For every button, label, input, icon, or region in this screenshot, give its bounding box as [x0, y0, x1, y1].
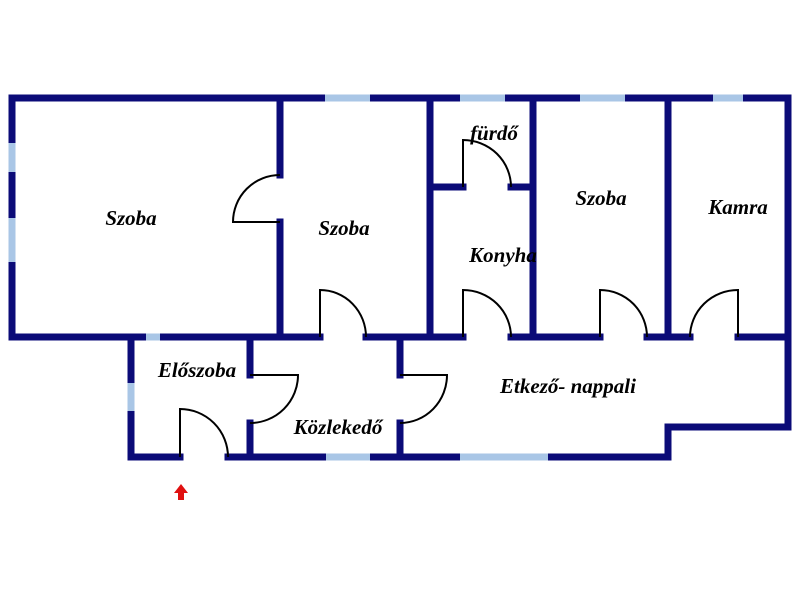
door-furdo: [462, 138, 512, 188]
door-szoba2: [319, 288, 367, 338]
door-eloszoba-kozlekedo: [249, 374, 300, 424]
door-kozlekedo-etkezo: [399, 374, 449, 424]
doors: [179, 138, 739, 458]
door-szoba1-szoba2: [231, 174, 281, 223]
room-label-konyha: Konyha: [468, 243, 537, 267]
walls: [8, 94, 792, 461]
room-label-szoba-1: Szoba: [105, 206, 156, 230]
room-label-eloszoba: Előszoba: [157, 358, 236, 382]
door-konyha: [462, 288, 512, 338]
entrance-arrow-icon: [174, 484, 188, 500]
room-label-furdo: fürdő: [470, 121, 519, 145]
room-labels: Szoba Szoba fürdő Konyha Szoba Kamra Elő…: [105, 121, 767, 439]
room-label-kamra: Kamra: [707, 195, 768, 219]
room-label-szoba-2: Szoba: [318, 216, 369, 240]
door-szoba3: [599, 288, 648, 338]
wall-step: [664, 423, 792, 461]
room-label-szoba-3: Szoba: [575, 186, 626, 210]
windows: [8, 94, 743, 461]
room-label-kozlekedo: Közlekedő: [293, 415, 384, 439]
door-kamra: [689, 288, 739, 338]
room-label-etkezo-nappali: Etkező- nappali: [499, 374, 636, 398]
door-entrance: [179, 407, 229, 458]
